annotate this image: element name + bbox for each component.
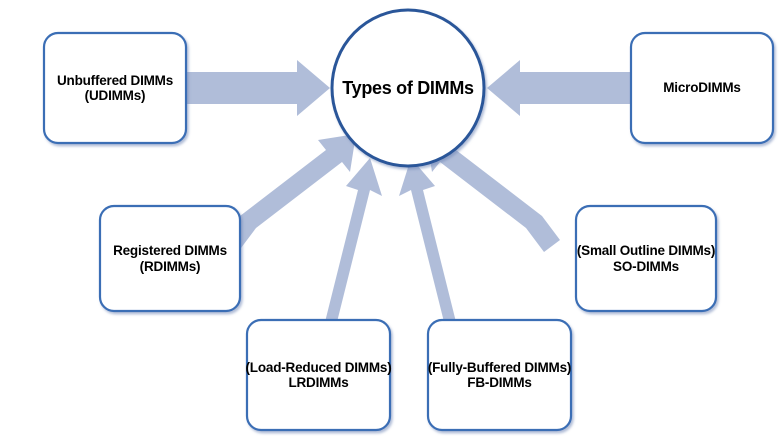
arrow-udimm-to-center xyxy=(186,60,330,116)
node-box-microdimm[interactable] xyxy=(629,31,775,145)
arrow-sodimm-to-center xyxy=(426,134,560,252)
center-node-ellipse[interactable] xyxy=(330,8,486,168)
node-box-fbdimm[interactable] xyxy=(426,318,573,432)
node-box-rdimm[interactable] xyxy=(98,204,242,313)
arrow-lrdimm-to-center xyxy=(306,158,382,326)
arrow-fbdimm-to-center xyxy=(399,158,475,326)
node-box-udimm[interactable] xyxy=(42,31,188,145)
arrow-microdimm-to-center xyxy=(487,60,631,116)
node-box-sodimm[interactable] xyxy=(574,204,718,313)
arrow-rdimm-to-center xyxy=(222,134,356,252)
node-box-lrdimm[interactable] xyxy=(245,318,392,432)
